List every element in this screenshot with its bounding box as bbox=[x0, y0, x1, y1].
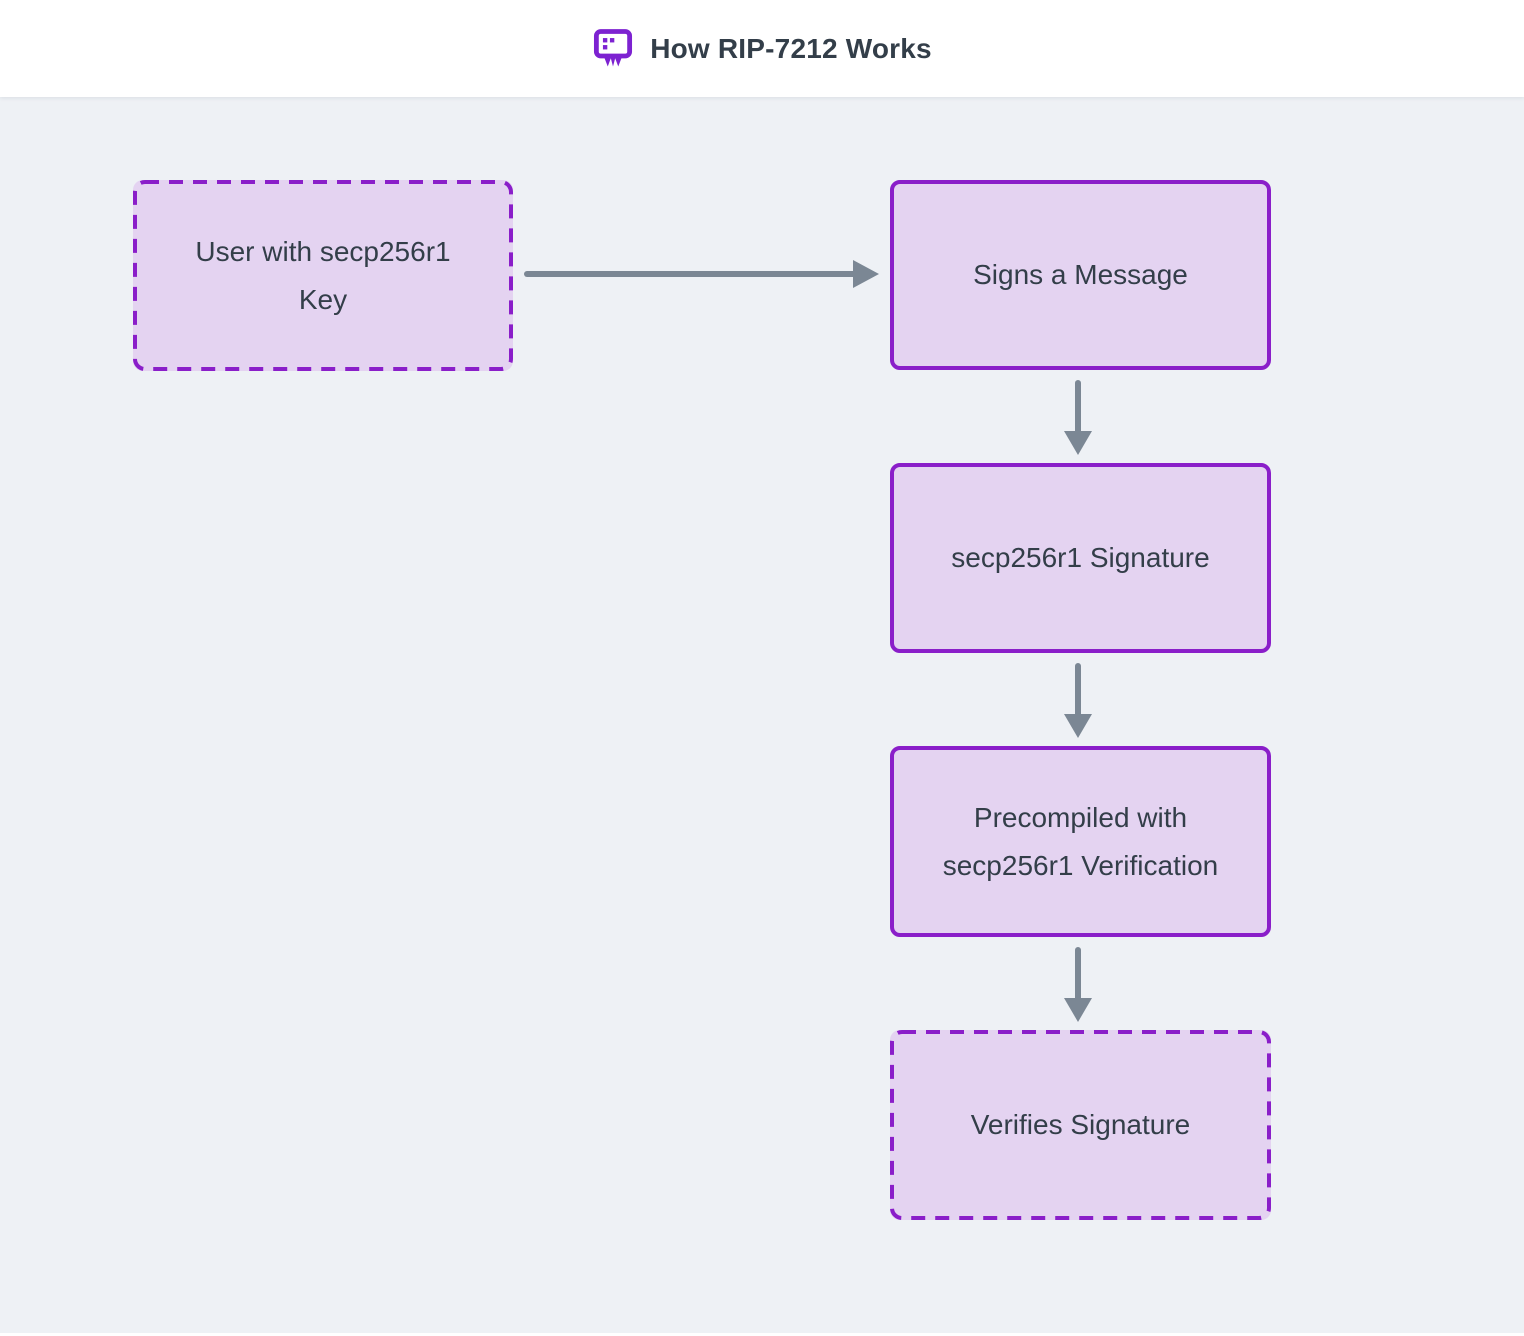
node-label: Precompiled with secp256r1 Verification bbox=[942, 801, 1219, 881]
node-label: Verifies Signature bbox=[970, 1109, 1191, 1141]
page-title: How RIP-7212 Works bbox=[650, 32, 932, 64]
edge-sign-to-signature bbox=[1064, 380, 1092, 455]
node-label: User with secp256r1 Key bbox=[195, 235, 451, 315]
edge-user-to-sign bbox=[524, 260, 879, 288]
diagram-canvas: User with secp256r1 Key Signs a Message … bbox=[0, 97, 1524, 1333]
dashed-border bbox=[890, 1030, 1271, 1220]
header: How RIP-7212 Works bbox=[0, 0, 1524, 97]
node-verifies-signature: Verifies Signature bbox=[890, 1030, 1271, 1220]
node-label: Signs a Message bbox=[973, 259, 1188, 291]
dashed-border bbox=[133, 180, 513, 371]
edge-signature-to-precompile bbox=[1064, 663, 1092, 738]
node-precompiled-verification: Precompiled with secp256r1 Verification bbox=[890, 746, 1271, 937]
node-secp256r1-signature: secp256r1 Signature bbox=[890, 463, 1271, 653]
edge-precompile-to-verify bbox=[1064, 947, 1092, 1022]
presentation-board-icon bbox=[594, 28, 633, 66]
node-signs-a-message: Signs a Message bbox=[890, 180, 1271, 370]
node-label: secp256r1 Signature bbox=[951, 542, 1210, 574]
node-user-with-secp256r1-key: User with secp256r1 Key bbox=[133, 180, 513, 371]
